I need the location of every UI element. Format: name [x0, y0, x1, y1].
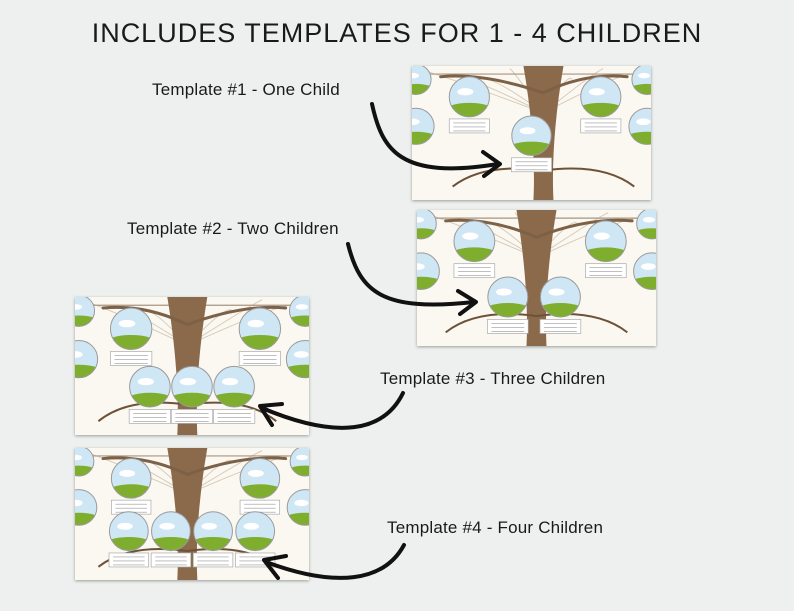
parent-portrait [109, 307, 153, 350]
template-2-label: Template #2 - Two Children [127, 219, 339, 238]
child-portrait [108, 511, 149, 552]
child-portrait [213, 365, 255, 408]
child-name-box [511, 157, 552, 173]
family-tree-illustration [75, 297, 309, 435]
family-tree-illustration [412, 66, 651, 200]
child-name-box [213, 409, 256, 424]
parent-portrait [580, 76, 622, 118]
family-tree-illustration [75, 448, 309, 580]
template-1-label: Template #1 - One Child [152, 80, 340, 99]
ancestor-portrait [417, 210, 437, 240]
child-name-box [235, 552, 276, 568]
child-name-box [539, 319, 582, 334]
parent-name-box [580, 118, 622, 134]
parent-portrait [239, 458, 281, 499]
parent-name-box [110, 351, 153, 366]
template-4-label: Template #4 - Four Children [387, 518, 604, 537]
ancestor-portrait [75, 489, 98, 526]
ancestor-portrait [636, 210, 656, 240]
parent-name-box [238, 351, 281, 366]
child-name-box [150, 552, 192, 568]
ancestor-portrait [412, 66, 432, 95]
template-3-thumbnail[interactable] [75, 297, 309, 435]
child-portrait [171, 365, 213, 408]
page-heading: INCLUDES TEMPLATES FOR 1 - 4 CHILDREN [91, 18, 703, 48]
ancestor-portrait [288, 297, 309, 327]
ancestor-portrait [631, 66, 651, 95]
family-tree-illustration [417, 210, 656, 346]
parent-portrait [238, 307, 282, 350]
parent-name-box [453, 263, 496, 279]
parent-portrait [453, 220, 496, 263]
tree-trunk [516, 210, 557, 346]
template-1-thumbnail[interactable] [412, 66, 651, 200]
tree-trunk [167, 297, 208, 435]
ancestor-portrait [628, 107, 651, 145]
ancestor-portrait [412, 107, 435, 145]
parent-name-box [448, 118, 490, 134]
parent-portrait [584, 220, 627, 263]
ancestor-portrait [286, 489, 309, 526]
template-2-thumbnail[interactable] [417, 210, 656, 346]
child-name-box [108, 552, 149, 568]
child-name-box [487, 319, 529, 334]
child-portrait [235, 511, 276, 552]
child-portrait [129, 365, 171, 408]
child-name-box [170, 409, 214, 424]
child-name-box [128, 409, 171, 424]
child-name-box [192, 552, 234, 568]
parent-portrait [110, 458, 152, 499]
template-4-thumbnail[interactable] [75, 448, 309, 580]
ancestor-portrait [75, 297, 96, 327]
parent-portrait [448, 76, 490, 118]
ancestor-portrait [75, 448, 95, 477]
ancestor-portrait [417, 252, 440, 291]
ancestor-portrait [289, 448, 309, 477]
ancestor-portrait [75, 339, 99, 379]
tree-trunk [167, 448, 208, 580]
parent-name-box [585, 263, 627, 279]
template-3-label: Template #3 - Three Children [380, 369, 606, 388]
ancestor-portrait [633, 252, 656, 291]
ancestor-portrait [285, 339, 309, 379]
